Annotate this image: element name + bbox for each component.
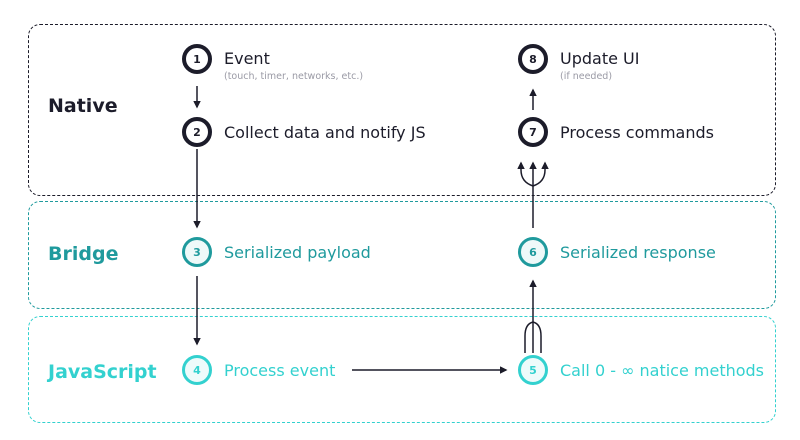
arrow-6-to-7 (517, 161, 549, 228)
step-7-circle: 7 (518, 117, 548, 147)
bridge-layer (28, 201, 776, 309)
step-3-circle: 3 (182, 237, 212, 267)
step-4-title: Process event (224, 361, 336, 380)
step-2-title: Collect data and notify JS (224, 123, 426, 142)
step-6-circle: 6 (518, 237, 548, 267)
step-7-title: Process commands (560, 123, 714, 142)
native-layer-label: Native (48, 95, 118, 117)
step-2-circle: 2 (182, 117, 212, 147)
step-5-circle: 5 (518, 355, 548, 385)
step-3-title: Serialized payload (224, 243, 371, 262)
javascript-layer-label: JavaScript (48, 361, 157, 383)
step-1-note: (touch, timer, networks, etc.) (224, 71, 364, 82)
javascript-layer (28, 316, 776, 423)
step-1-circle: 1 (182, 44, 212, 74)
step-8-note: (if needed) (560, 71, 613, 82)
step-8-circle: 8 (518, 44, 548, 74)
step-6-title: Serialized response (560, 243, 716, 262)
step-5-title: Call 0 - ∞ natice methods (560, 361, 765, 380)
step-4-circle: 4 (182, 355, 212, 385)
bridge-layer-label: Bridge (48, 243, 119, 265)
arrow-5-to-6 (524, 279, 542, 353)
step-1-title: Event (224, 49, 270, 68)
step-8-title: Update UI (560, 49, 640, 68)
native-layer (28, 24, 776, 196)
